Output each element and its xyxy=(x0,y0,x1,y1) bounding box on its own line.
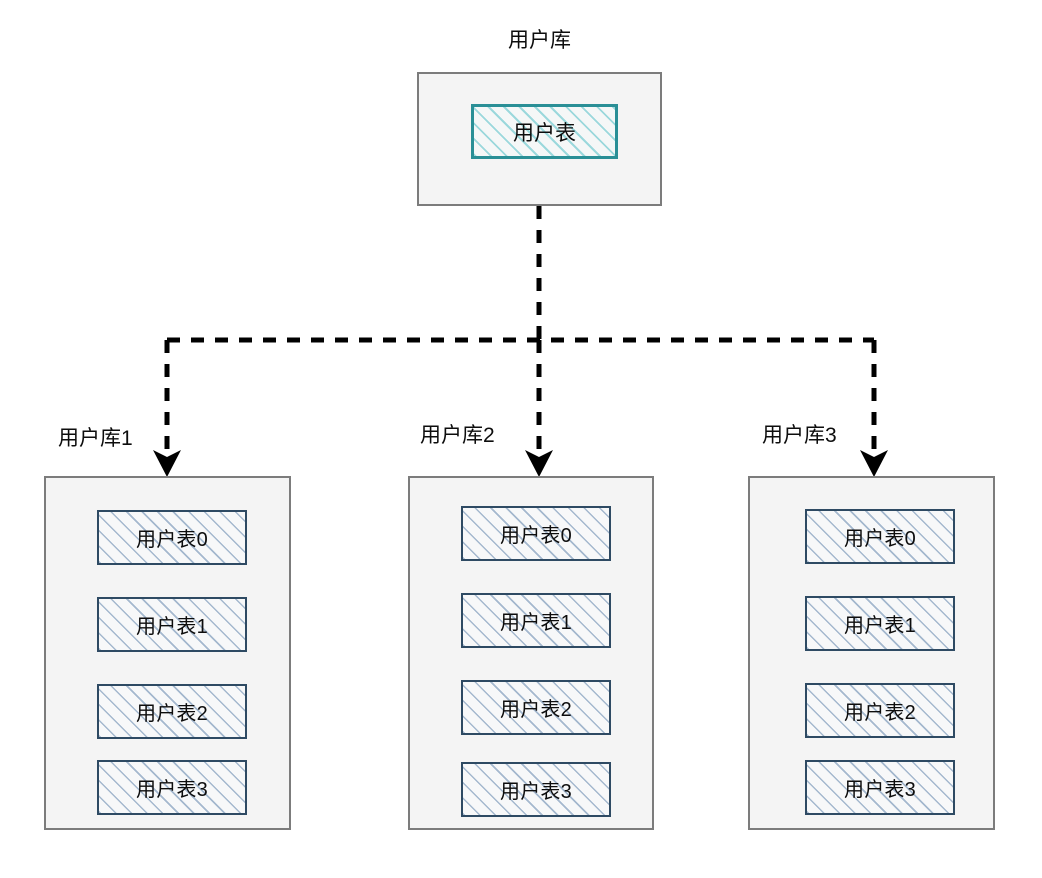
shard-1-caption: 用户库1 xyxy=(58,427,133,450)
shard-2-table-2[interactable]: 用户表2 xyxy=(461,680,611,735)
root-db-caption: 用户库 xyxy=(508,29,571,52)
shard-2-table-1-label: 用户表1 xyxy=(500,612,572,634)
shard-1-table-0-label: 用户表0 xyxy=(136,529,208,551)
shard-1-table-1-label: 用户表1 xyxy=(136,616,208,638)
shard-1-table-0[interactable]: 用户表0 xyxy=(97,510,247,565)
shard-3-table-2-label: 用户表2 xyxy=(844,702,916,724)
shard-3-table-1[interactable]: 用户表1 xyxy=(805,596,955,651)
shard-1-table-2[interactable]: 用户表2 xyxy=(97,684,247,739)
shard-2-table-0-label: 用户表0 xyxy=(500,525,572,547)
shard-3-table-1-label: 用户表1 xyxy=(844,615,916,637)
shard-3-table-0[interactable]: 用户表0 xyxy=(805,509,955,564)
arrowhead-shard-3 xyxy=(860,450,888,477)
shard-2-table-0[interactable]: 用户表0 xyxy=(461,506,611,561)
shard-3-table-3[interactable]: 用户表3 xyxy=(805,760,955,815)
shard-3-table-3-label: 用户表3 xyxy=(844,779,916,801)
shard-2-table-1[interactable]: 用户表1 xyxy=(461,593,611,648)
shard-2-table-3[interactable]: 用户表3 xyxy=(461,762,611,817)
shard-1-table-3-label: 用户表3 xyxy=(136,779,208,801)
shard-3-caption: 用户库3 xyxy=(762,424,837,447)
shard-3-table-2[interactable]: 用户表2 xyxy=(805,683,955,738)
root-table-label: 用户表 xyxy=(513,121,576,145)
arrowhead-shard-1 xyxy=(153,450,181,477)
root-table-box[interactable]: 用户表 xyxy=(471,104,618,159)
shard-1-container[interactable]: 用户表0 用户表1 用户表2 用户表3 xyxy=(44,476,291,830)
shard-3-container[interactable]: 用户表0 用户表1 用户表2 用户表3 xyxy=(748,476,995,830)
shard-2-table-3-label: 用户表3 xyxy=(500,781,572,803)
root-db-container[interactable]: 用户表 xyxy=(417,72,662,206)
shard-3-table-0-label: 用户表0 xyxy=(844,528,916,550)
shard-2-caption: 用户库2 xyxy=(420,424,495,447)
shard-1-table-3[interactable]: 用户表3 xyxy=(97,760,247,815)
shard-1-table-1[interactable]: 用户表1 xyxy=(97,597,247,652)
shard-1-table-2-label: 用户表2 xyxy=(136,703,208,725)
shard-2-container[interactable]: 用户表0 用户表1 用户表2 用户表3 xyxy=(408,476,654,830)
shard-2-table-2-label: 用户表2 xyxy=(500,699,572,721)
arrowhead-shard-2 xyxy=(525,450,553,477)
